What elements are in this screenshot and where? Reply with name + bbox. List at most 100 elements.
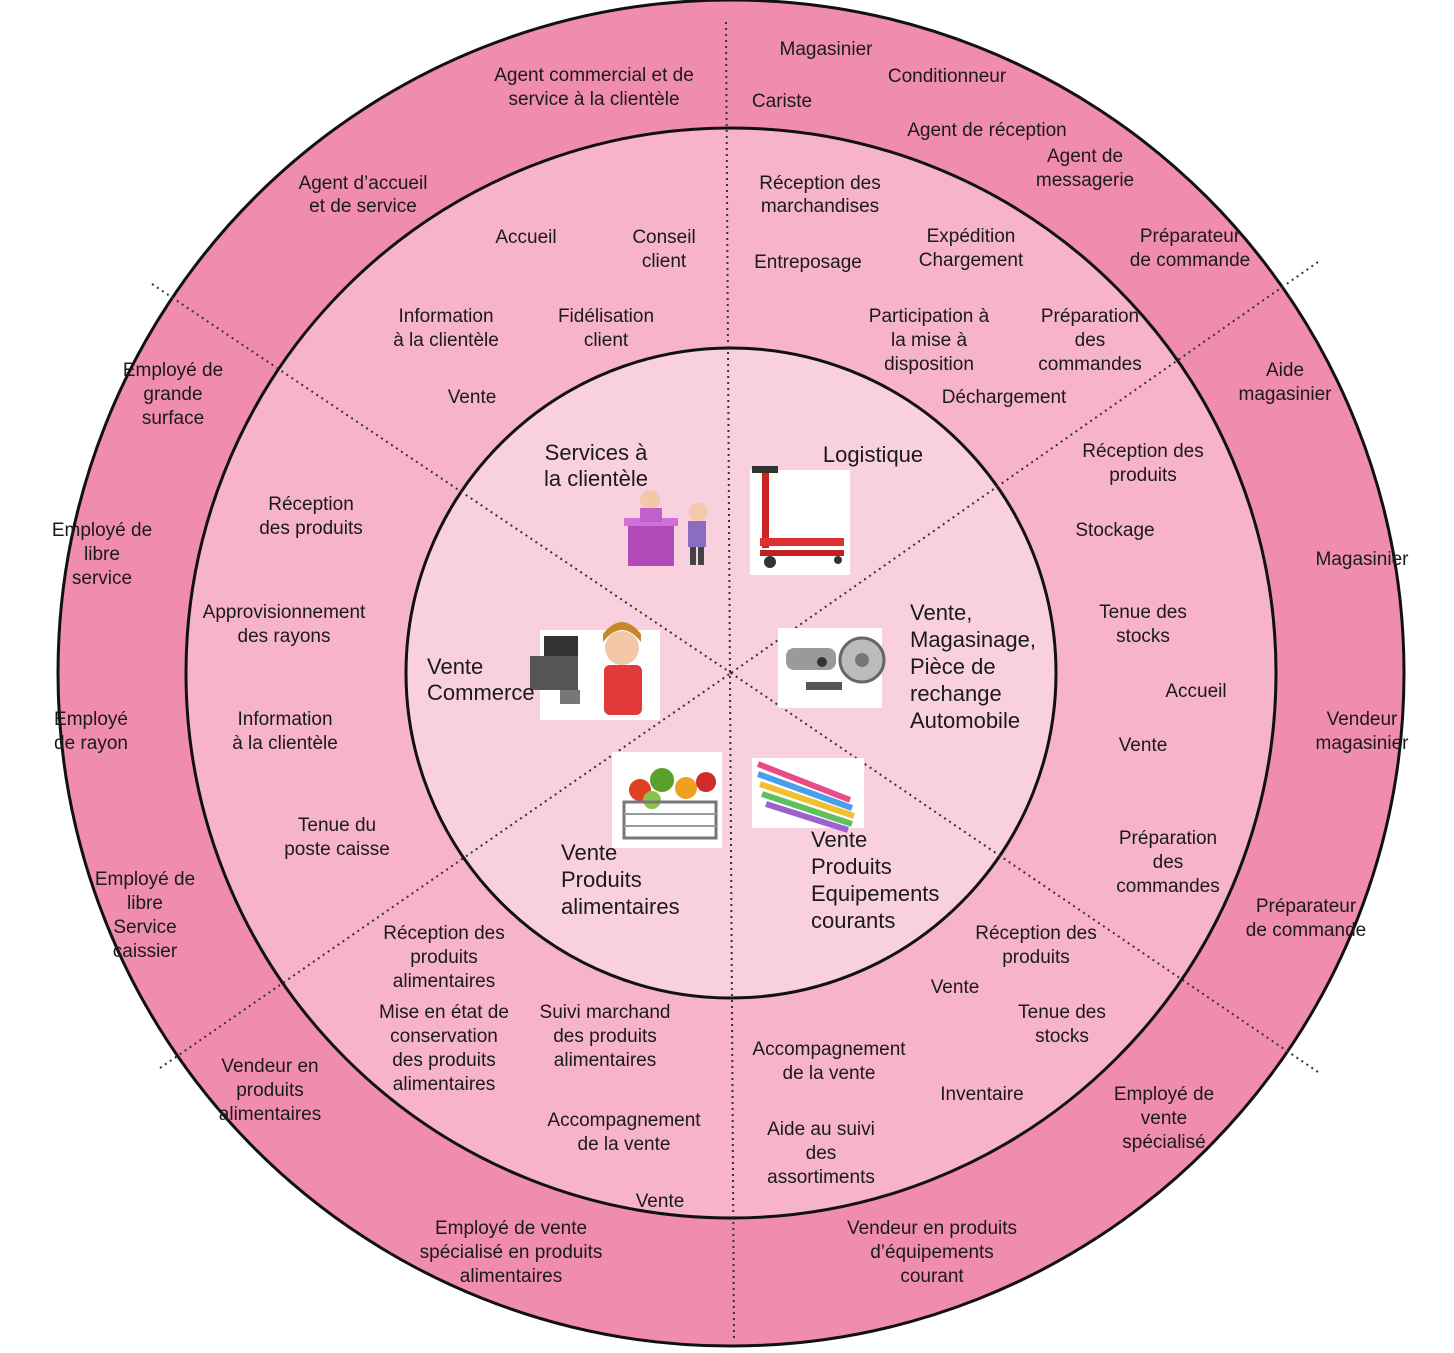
logistique-jobs-magasinier-label: Magasinier bbox=[780, 39, 874, 60]
label-line: Vendeur en produits bbox=[847, 1218, 1017, 1239]
label-line: Magasinier bbox=[780, 39, 874, 60]
label-line: Service bbox=[113, 917, 176, 938]
label-line: Vente, bbox=[910, 600, 972, 625]
label-line: produits bbox=[410, 947, 478, 968]
label-line: Vente bbox=[561, 840, 617, 865]
label-line: Automobile bbox=[910, 708, 1020, 733]
label-line: Réception des bbox=[1082, 441, 1203, 462]
label-line: Aide bbox=[1266, 360, 1304, 381]
commerce-activities-approvisionnement-label: Approvisionnement des rayons bbox=[203, 602, 366, 647]
services-activities-accueil-label: Accueil bbox=[495, 227, 556, 248]
equipements-activities-inventaire-label: Inventaire bbox=[940, 1084, 1023, 1105]
reception-desk-icon bbox=[624, 490, 707, 566]
label-line: Conditionneur bbox=[888, 66, 1007, 87]
label-line: Préparation bbox=[1041, 306, 1139, 327]
label-line: Agent de bbox=[1047, 146, 1123, 167]
label-line: de la vente bbox=[578, 1134, 671, 1155]
label-line: Tenue du bbox=[298, 815, 376, 836]
label-line: Réception des bbox=[383, 923, 504, 944]
divider-vertical bbox=[725, 21, 735, 1341]
label-line: spécialisé bbox=[1122, 1132, 1205, 1153]
colored-pencils-icon bbox=[752, 758, 864, 833]
label-line: Mise en état de bbox=[379, 1002, 509, 1023]
label-line: Tenue des bbox=[1099, 602, 1187, 623]
equipements-jobs-vendeur-label: Vendeur en produits d’équipements courant bbox=[847, 1218, 1017, 1287]
label-line: conservation bbox=[390, 1026, 498, 1047]
label-line: Vente bbox=[811, 827, 867, 852]
cashier-icon bbox=[530, 622, 660, 720]
label-line: Préparation bbox=[1119, 828, 1217, 849]
label-line: Employé de bbox=[123, 360, 223, 381]
label-line: Accompagnement bbox=[752, 1039, 906, 1060]
label-line: de commande bbox=[1246, 920, 1366, 941]
divider-bottom-left bbox=[159, 672, 732, 1069]
equipements-activities-accompagnement-label: Accompagnement de la vente bbox=[752, 1039, 906, 1084]
divider-bottom-right bbox=[730, 672, 1319, 1073]
sector-dividers bbox=[151, 21, 1319, 1341]
label-line: Participation à bbox=[869, 306, 990, 327]
label-line: la clientèle bbox=[544, 466, 648, 491]
label-line: spécialisé en produits bbox=[420, 1242, 603, 1263]
label-line: Préparateur bbox=[1256, 896, 1357, 917]
label-line: de la vente bbox=[783, 1063, 876, 1084]
label-line: Employé de bbox=[95, 869, 195, 890]
automobile-activities-vente-label: Vente bbox=[1119, 735, 1168, 756]
logistique-jobs-cariste-label: Cariste bbox=[752, 91, 812, 112]
label-line: produits bbox=[1002, 947, 1070, 968]
label-line: Accueil bbox=[1165, 681, 1226, 702]
label-line: à la clientèle bbox=[232, 733, 338, 754]
label-line: produits bbox=[1109, 465, 1177, 486]
label-line: marchandises bbox=[761, 196, 879, 217]
automobile-activities-stockage-label: Stockage bbox=[1075, 520, 1154, 541]
label-line: Tenue des bbox=[1018, 1002, 1106, 1023]
label-line: Equipements bbox=[811, 881, 939, 906]
label-line: disposition bbox=[884, 354, 974, 375]
label-line: des rayons bbox=[238, 626, 331, 647]
label-line: à la clientèle bbox=[393, 330, 499, 351]
label-line: service bbox=[72, 568, 132, 589]
label-line: des bbox=[1153, 852, 1184, 873]
label-line: client bbox=[642, 251, 687, 272]
label-line: Stockage bbox=[1075, 520, 1154, 541]
label-line: messagerie bbox=[1036, 170, 1134, 191]
label-line: d’équipements bbox=[870, 1242, 994, 1263]
label-line: Services à bbox=[545, 440, 648, 465]
label-line: Vendeur bbox=[1327, 709, 1398, 730]
logistique-title-label: Logistique bbox=[823, 442, 923, 467]
label-line: service à la clientèle bbox=[508, 89, 679, 110]
label-line: Agent commercial et de bbox=[494, 65, 694, 86]
label-line: commandes bbox=[1038, 354, 1142, 375]
label-line: Approvisionnement bbox=[203, 602, 366, 623]
label-line: libre bbox=[127, 893, 163, 914]
label-line: des bbox=[806, 1143, 837, 1164]
alimentaires-activities-vente-label: Vente bbox=[636, 1191, 685, 1212]
label-line: Fidélisation bbox=[558, 306, 654, 327]
equipements-activities-vente-label: Vente bbox=[931, 977, 980, 998]
label-line: Vendeur en bbox=[221, 1056, 318, 1077]
services-jobs-agent-commercial-label: Agent commercial et de service à la clien… bbox=[494, 65, 694, 110]
label-line: Conseil bbox=[632, 227, 695, 248]
services-activities-vente-label: Vente bbox=[448, 387, 497, 408]
label-line: produits bbox=[236, 1080, 304, 1101]
label-line: surface bbox=[142, 408, 204, 429]
label-line: Vente bbox=[1119, 735, 1168, 756]
label-line: courant bbox=[900, 1266, 964, 1287]
